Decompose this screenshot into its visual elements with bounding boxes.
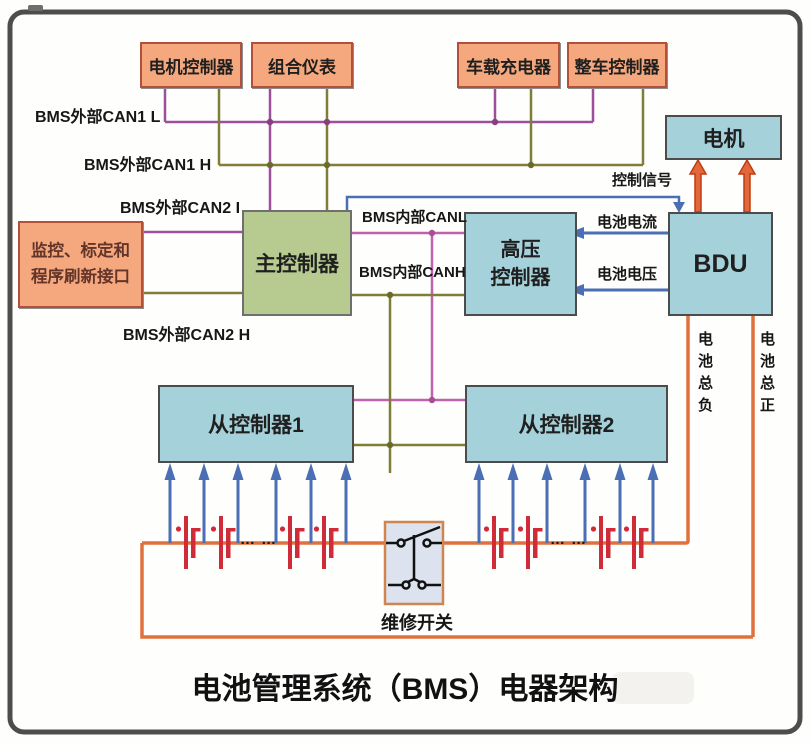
ext-can2-h-label: BMS外部CAN2 H [123, 327, 251, 344]
int-can-h-label: BMS内部CANH [359, 264, 466, 281]
control-signal-arrowhead [673, 202, 685, 213]
control-signal-line [345, 195, 681, 210]
hv-controller-box: 高压 控制器 [464, 212, 577, 316]
ext-can1-h-label: BMS外部CAN1 H [84, 157, 212, 174]
motor-controller-box: 电机控制器 [140, 42, 242, 88]
diagram-title: 电池管理系统（BMS）电器架构 [191, 673, 619, 706]
battery-power-loop [140, 316, 755, 639]
slave-controller-2-box: 从控制器2 [465, 385, 668, 463]
slave-controller-2-label: 从控制器2 [518, 414, 615, 437]
ext-can2-l-label: BMS外部CAN2 I [120, 200, 241, 217]
monitor-interface-box: 监控、标定和 程序刷新接口 [18, 221, 143, 308]
can-l-junctions [428, 229, 436, 404]
vehicle-controller-label: 整车控制器 [574, 57, 660, 77]
motor-controller-label: 电机控制器 [148, 57, 234, 77]
int-can-l-label: BMS内部CANL [362, 209, 467, 226]
slave-controller-1-box: 从控制器1 [158, 385, 354, 463]
can-h-junctions [266, 161, 535, 449]
motor-box: 电机 [665, 115, 782, 160]
bdu-label: BDU [693, 249, 748, 278]
slave-controller-1-label: 从控制器1 [208, 414, 304, 437]
control-signal-label: 控制信号 [612, 172, 673, 189]
instrument-cluster-box: 组合仪表 [251, 42, 353, 88]
battery-voltage-line [568, 284, 668, 296]
bdu-box: BDU [668, 212, 773, 316]
battery-voltage-label: 电池电压 [597, 266, 658, 283]
main-controller-box: 主控制器 [242, 210, 352, 316]
bdu-to-motor-arrow [738, 159, 756, 213]
hv-controller-label-line1: 高压 [500, 239, 541, 261]
main-controller-label: 主控制器 [255, 253, 339, 276]
battery-gap-dots-1: … … [240, 531, 278, 548]
watermark-smudge [612, 672, 694, 704]
battery-main-negative-label: 电池总负 [696, 331, 713, 419]
ext-can1-l-label: BMS外部CAN1 L [35, 109, 161, 126]
monitor-interface-label-line1: 监控、标定和 [31, 241, 130, 260]
can-junctions [266, 118, 499, 126]
hv-controller-label-line2: 控制器 [490, 267, 551, 289]
service-switch-box [383, 520, 445, 606]
monitor-interface-label-line2: 程序刷新接口 [31, 267, 130, 286]
service-switch-label: 维修开关 [381, 613, 453, 633]
int-can-h-bus [352, 293, 465, 473]
bdu-to-motor-arrow [689, 159, 707, 213]
instrument-cluster-label: 组合仪表 [268, 57, 336, 77]
int-can-l-bus [352, 231, 465, 402]
battery-current-label: 电池电流 [597, 214, 658, 231]
ext-can1-l-bus [163, 88, 595, 210]
diagram-border [7, 9, 803, 735]
onboard-charger-label: 车载充电器 [466, 57, 551, 77]
battery-gap-dots-2: … … [550, 531, 588, 548]
motor-label: 电机 [702, 127, 745, 151]
ext-can1-h-bus [217, 88, 645, 210]
vehicle-controller-box: 整车控制器 [567, 42, 667, 88]
battery-main-positive-label: 电池总正 [758, 331, 775, 419]
scan-artifact [28, 5, 43, 11]
onboard-charger-box: 车载充电器 [457, 42, 560, 88]
